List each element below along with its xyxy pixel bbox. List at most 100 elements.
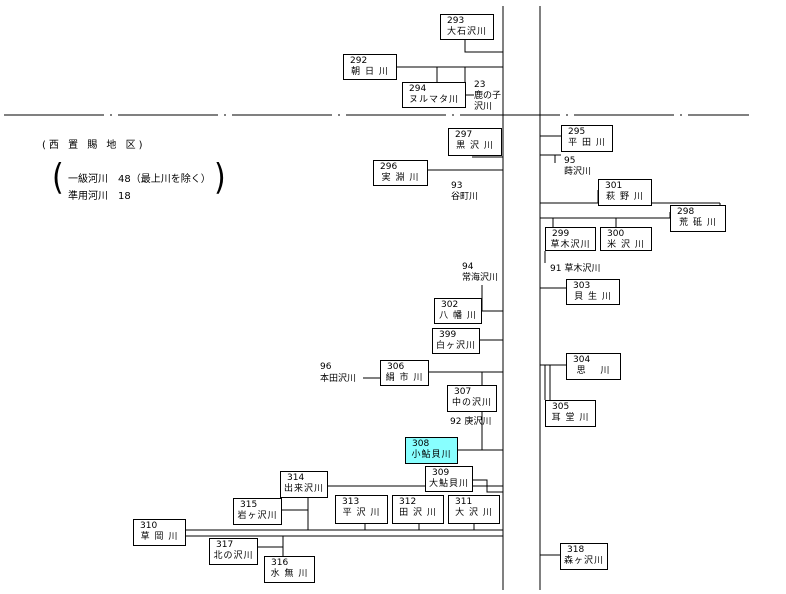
river-number: 298: [677, 207, 695, 217]
legend-left-brace: (: [52, 156, 64, 199]
river-name: 萩 野 川: [606, 192, 644, 202]
river-number: 315: [240, 500, 258, 510]
river-name: 黒 沢 川: [456, 141, 494, 151]
legend-row-class1: 一級河川 48（最上川を除く）: [68, 174, 211, 185]
river-number: 294: [409, 84, 427, 94]
label-95-name: 蒔沢川: [564, 167, 592, 177]
river-number: 300: [607, 229, 625, 239]
label-95-number: 95: [564, 156, 576, 166]
river-node-300: 300 米 沢 川: [600, 227, 652, 251]
river-name: 米 沢 川: [607, 240, 645, 250]
river-node-294: 294 ヌルマタ川: [402, 82, 466, 108]
label-23-number: 23: [474, 80, 486, 90]
river-name: 草 岡 川: [140, 532, 179, 542]
river-node-306: 306 絹 市 川: [380, 360, 429, 386]
label-23-name-a: 鹿の子: [474, 91, 502, 101]
river-name: 耳 堂 川: [551, 413, 590, 423]
river-node-301: 301 萩 野 川: [598, 179, 652, 206]
river-node-299: 299 草木沢川: [545, 227, 596, 251]
river-name: 草木沢川: [550, 240, 591, 250]
river-number: 312: [399, 497, 417, 507]
river-number: 295: [568, 127, 586, 137]
river-number: 304: [573, 355, 591, 365]
river-name: 白ヶ沢川: [435, 341, 476, 351]
river-number: 308: [412, 439, 430, 449]
label-96-number: 96: [320, 362, 332, 372]
river-number: 299: [552, 229, 570, 239]
label-93-number: 93: [451, 181, 463, 191]
river-name: 平 田 川: [568, 138, 606, 148]
river-name: 大鮎貝川: [428, 479, 469, 489]
river-name: 実 淵 川: [381, 173, 420, 183]
river-name: 朝 日 川: [351, 67, 389, 77]
river-number: 292: [350, 56, 368, 66]
river-number: 301: [605, 181, 623, 191]
river-node-295: 295 平 田 川: [561, 125, 613, 152]
label-93-name: 谷町川: [451, 192, 479, 202]
label-91: 91 草木沢川: [550, 264, 601, 274]
label-96-name: 本田沢川: [320, 374, 357, 384]
river-node-316: 316 水 無 川: [264, 556, 315, 583]
river-node-399: 399 白ヶ沢川: [432, 328, 480, 354]
river-node-296: 296 実 淵 川: [373, 160, 428, 186]
river-name: 大 沢 川: [455, 508, 493, 518]
river-number: 316: [271, 558, 289, 568]
legend-row-quasi: 準用河川 18: [68, 191, 131, 202]
river-number: 305: [552, 402, 570, 412]
river-node-309: 309 大鮎貝川: [425, 466, 473, 492]
river-name: 八 幡 川: [439, 311, 477, 321]
river-name: 思 川: [576, 366, 611, 376]
river-name: 森ヶ沢川: [563, 556, 604, 566]
river-name: 水 無 川: [270, 569, 309, 579]
river-number: 296: [380, 162, 398, 172]
river-name: 北の沢川: [213, 551, 254, 561]
label-23-name-b: 沢川: [474, 102, 493, 112]
river-node-311: 311 大 沢 川: [448, 495, 500, 524]
legend-title: (西 置 賜 地 区): [42, 140, 146, 151]
river-node-293: 293 大石沢川: [440, 14, 494, 40]
river-number: 399: [439, 330, 457, 340]
river-node-315: 315 岩ヶ沢川: [233, 498, 282, 525]
river-number: 313: [342, 497, 360, 507]
river-number: 297: [455, 130, 473, 140]
label-94-name: 常海沢川: [462, 273, 499, 283]
river-node-307: 307 中の沢川: [447, 385, 497, 412]
river-node-303: 303 貝 生 川: [566, 279, 620, 305]
river-node-305: 305 耳 堂 川: [545, 400, 596, 427]
river-node-302: 302 八 幡 川: [434, 298, 482, 324]
river-name: 小鮎貝川: [411, 450, 452, 460]
river-name: 岩ヶ沢川: [237, 511, 278, 521]
river-node-310: 310 草 岡 川: [133, 519, 186, 546]
river-number: 302: [441, 300, 459, 310]
river-number: 293: [447, 16, 465, 26]
river-node-314: 314 出来沢川: [280, 471, 328, 498]
legend-right-brace: ): [214, 156, 226, 199]
river-number: 318: [567, 545, 585, 555]
label-92: 92 庚沢川: [450, 417, 492, 427]
river-node-308-highlighted[interactable]: 308 小鮎貝川: [405, 437, 458, 464]
river-name: 出来沢川: [283, 484, 324, 494]
river-node-318: 318 森ヶ沢川: [560, 543, 608, 570]
river-node-298: 298 荒 砥 川: [670, 205, 726, 232]
river-node-312: 312 田 沢 川: [392, 495, 444, 524]
river-name: ヌルマタ川: [408, 95, 459, 105]
river-name: 貝 生 川: [574, 292, 612, 302]
river-number: 311: [455, 497, 473, 507]
river-name: 平 沢 川: [342, 508, 381, 518]
river-node-292: 292 朝 日 川: [343, 54, 397, 80]
river-node-317: 317 北の沢川: [209, 538, 258, 565]
river-number: 314: [287, 473, 305, 483]
river-number: 317: [216, 540, 234, 550]
label-94-number: 94: [462, 262, 474, 272]
river-number: 306: [387, 362, 405, 372]
river-name: 田 沢 川: [399, 508, 437, 518]
river-node-313: 313 平 沢 川: [335, 495, 388, 524]
river-name: 荒 砥 川: [679, 218, 717, 228]
river-name: 絹 市 川: [385, 373, 424, 383]
river-number: 309: [432, 468, 450, 478]
river-number: 307: [454, 387, 472, 397]
river-name: 大石沢川: [446, 27, 487, 37]
river-number: 310: [140, 521, 158, 531]
river-node-304: 304 思 川: [566, 353, 621, 380]
